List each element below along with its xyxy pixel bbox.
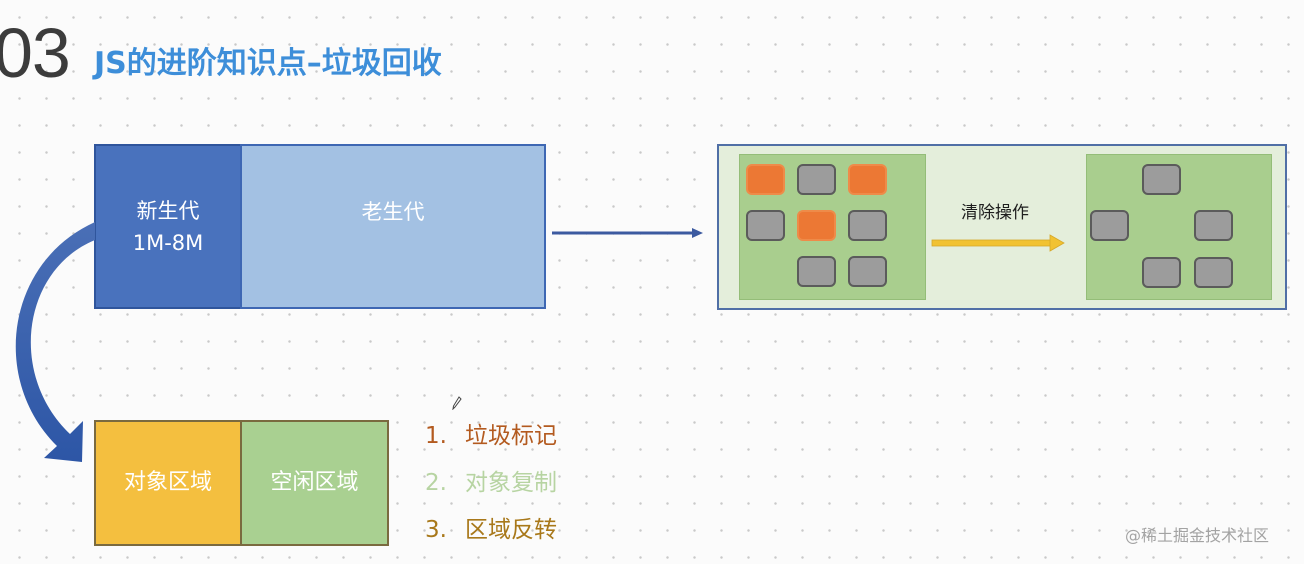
old-generation-box — [240, 144, 546, 309]
garbage-object-cell — [797, 210, 836, 241]
step-object-copy: 2. 对象复制 — [425, 467, 557, 499]
live-object-cell — [1142, 257, 1181, 288]
page-title: JS的进阶知识点–垃圾回收 — [94, 46, 442, 81]
cleanup-label: 清除操作 — [961, 203, 1029, 223]
step-garbage-mark: 1. 垃圾标记 — [425, 420, 557, 452]
live-object-cell — [797, 256, 836, 287]
pen-cursor-icon — [452, 396, 462, 410]
free-area-label: 空闲区域 — [270, 470, 359, 495]
watermark: @稀土掘金技术社区 — [1125, 526, 1270, 545]
live-object-cell — [1194, 257, 1233, 288]
step-area-swap: 3. 区域反转 — [425, 514, 557, 546]
object-area-label: 对象区域 — [123, 470, 212, 495]
garbage-object-cell — [746, 164, 785, 195]
live-object-cell — [1142, 164, 1181, 195]
live-object-cell — [1090, 210, 1129, 241]
live-object-cell — [848, 256, 887, 287]
curved-arrow — [15, 222, 95, 462]
to-cleanup-arrow — [552, 228, 703, 238]
live-object-cell — [1194, 210, 1233, 241]
live-object-cell — [848, 210, 887, 241]
step-number: 3. — [425, 517, 447, 543]
old-generation-label: 老生代 — [361, 200, 425, 224]
section-number: 03 — [0, 14, 71, 92]
cleanup-arrow — [931, 234, 1065, 252]
step-text: 对象复制 — [465, 470, 557, 496]
free-area-box — [240, 420, 389, 546]
step-number: 2. — [425, 470, 447, 496]
step-text: 垃圾标记 — [465, 423, 557, 449]
live-object-cell — [746, 210, 785, 241]
live-object-cell — [797, 164, 836, 195]
step-number: 1. — [425, 423, 447, 449]
young-generation-label: 新生代 — [136, 199, 200, 223]
young-generation-size: 1M-8M — [132, 231, 204, 255]
step-text: 区域反转 — [465, 517, 557, 543]
garbage-object-cell — [848, 164, 887, 195]
